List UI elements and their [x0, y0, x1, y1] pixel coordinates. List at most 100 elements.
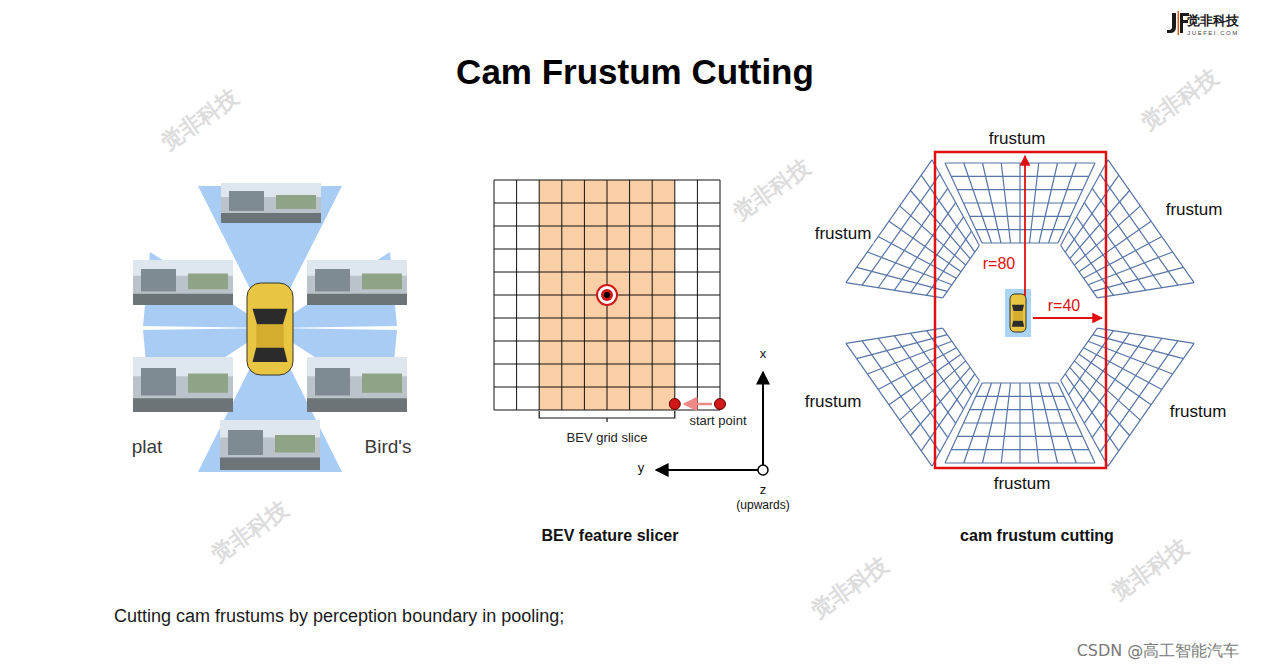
watermark: 觉非科技 [807, 553, 893, 623]
frustum-line [1065, 374, 1119, 451]
frustum-grid [945, 163, 1095, 243]
axes [656, 372, 768, 475]
cropped-label: plat [132, 437, 163, 458]
start-dot [669, 399, 680, 410]
point-label: start point [689, 414, 746, 428]
camera-image [133, 260, 233, 305]
watermark: 觉非科技 [1107, 535, 1193, 605]
frustum-grid [1061, 328, 1194, 466]
radius-label: r=40 [1046, 297, 1082, 315]
frustum-line [945, 163, 982, 243]
camera-image [220, 420, 320, 470]
frustum-grid [846, 328, 979, 466]
frustum-label: frustum [992, 475, 1053, 494]
frustum-line [943, 245, 980, 297]
bracket-label: BEV grid slice [567, 431, 648, 445]
frustum-line [1061, 160, 1108, 246]
car [247, 283, 293, 375]
frustum-line [846, 328, 943, 343]
camera-image [315, 368, 350, 396]
frustum-line [943, 328, 980, 380]
frustum-line [1030, 163, 1039, 243]
frustum-line [910, 367, 970, 435]
grid-line [494, 203, 720, 204]
frustum-line [857, 267, 948, 291]
frustum-label: frustum [1168, 403, 1229, 422]
frustum-label: frustum [803, 393, 864, 412]
camera-image [133, 294, 233, 305]
camera-image [307, 357, 407, 412]
frustum-line [1097, 328, 1194, 343]
radius-label: r=80 [981, 255, 1017, 273]
frustum-line [1061, 381, 1108, 467]
frustum-line [1097, 283, 1194, 298]
camera-image [229, 191, 264, 211]
subfigure-caption: cam frustum cutting [960, 527, 1114, 545]
ego-target [601, 289, 613, 301]
car [253, 347, 288, 362]
logo-subtext: JUEFEI.COM [1187, 30, 1238, 37]
frustum-line [932, 160, 979, 246]
frustum-line [921, 175, 975, 252]
camera-image [141, 368, 176, 396]
frustum-line [1108, 343, 1194, 466]
frustum-line [857, 335, 948, 359]
perception-boundary [935, 152, 1106, 468]
camera-image [362, 374, 402, 393]
frustum-line [1108, 160, 1194, 283]
camera-image [276, 195, 316, 209]
grid-line [494, 272, 720, 273]
camera-image [362, 274, 402, 290]
watermark: 觉非科技 [1137, 65, 1223, 135]
frustum-label: frustum [1164, 201, 1225, 220]
camera-rig [133, 183, 407, 472]
logo-mark [1178, 11, 1180, 35]
axis-label: z [760, 483, 767, 497]
source-credit: CSDN @高工智能汽车 [1077, 642, 1240, 660]
logo-text: 觉非科技 [1187, 14, 1239, 28]
frustum-line [1019, 163, 1020, 243]
frustum-line [846, 343, 932, 466]
car [1012, 321, 1024, 327]
frustum-line [945, 383, 982, 463]
camera-image [221, 213, 321, 223]
car [253, 309, 288, 325]
camera-image [228, 430, 263, 455]
subfigure-caption: BEV feature slicer [542, 527, 679, 545]
slice-bracket [539, 411, 675, 422]
camera-image [307, 260, 407, 305]
camera-image [133, 357, 233, 412]
grid-line [494, 180, 720, 181]
camera-image [220, 458, 320, 471]
logo-mark [1180, 13, 1189, 33]
frustum-line [921, 374, 975, 451]
frustum-line [1065, 175, 1119, 252]
frustum-line [846, 160, 932, 283]
frustum-line [910, 191, 970, 259]
frustum-line [1039, 383, 1058, 463]
grid-line [494, 318, 720, 319]
frustum-line [878, 237, 956, 279]
grid-line [494, 226, 720, 227]
car [1010, 294, 1026, 332]
frustum-label: frustum [987, 130, 1048, 149]
title: Cam Frustum Cutting [456, 53, 814, 92]
cropped-label: Bird's [365, 437, 412, 458]
frustum-line [932, 381, 979, 467]
camera-image [307, 260, 407, 305]
axis-origin [758, 465, 768, 475]
camera-image [307, 398, 407, 412]
frustum-line [1061, 245, 1098, 297]
frustum-line [867, 341, 951, 374]
camera-image [133, 357, 233, 412]
frustum-line [1061, 328, 1098, 380]
frustum-line [1058, 163, 1095, 243]
frustum-grid [945, 383, 1095, 463]
car-highlight [1005, 289, 1031, 337]
camera-image [133, 260, 233, 305]
grid-line [494, 410, 720, 411]
frustum-line [1030, 383, 1039, 463]
